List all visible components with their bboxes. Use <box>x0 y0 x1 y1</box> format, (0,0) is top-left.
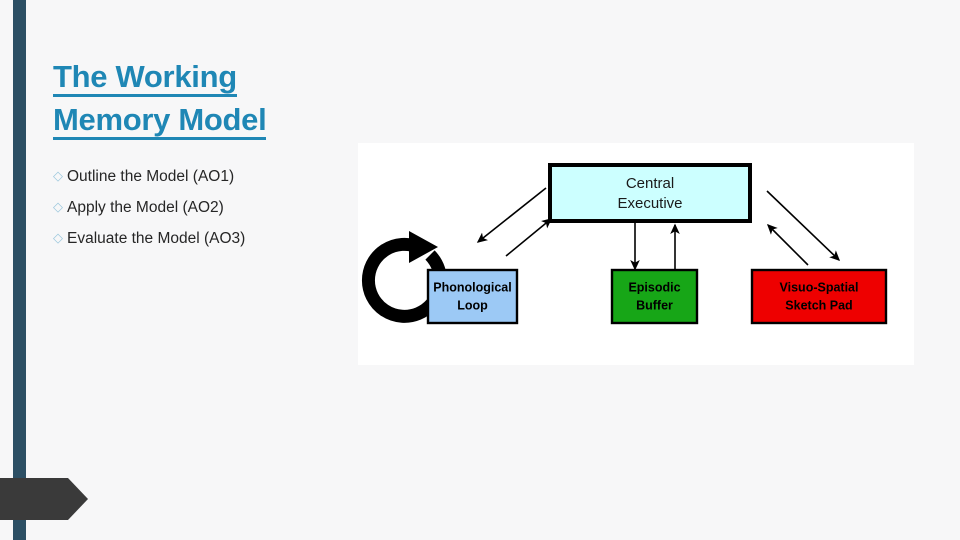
page-title-line-2: Memory Model <box>53 102 267 140</box>
diamond-bullet-icon: ◇ <box>53 168 63 183</box>
list-item: ◇ Apply the Model (AO2) <box>53 199 353 230</box>
bullet-list: ◇ Outline the Model (AO1) ◇ Apply the Mo… <box>53 168 353 261</box>
connector-sketch-pad-to-ce <box>766 223 809 266</box>
connector-ce-to-sketch-pad <box>766 190 841 261</box>
box-episodic-buffer-label-line-2: Buffer <box>636 298 673 312</box>
diamond-bullet-icon: ◇ <box>53 230 63 245</box>
bottom-chevron-banner <box>0 478 88 520</box>
page-title-line-1: The Working <box>53 59 237 97</box>
box-phonological-loop: Phonological Loop <box>426 268 519 325</box>
list-item-label: Apply the Model (AO2) <box>67 199 224 216</box>
connector-ce-to-phonological-loop <box>476 187 547 243</box>
working-memory-model-diagram: Central Executive Phonological Loop Epis… <box>358 143 914 365</box>
box-sketch-pad-label-line-1: Visuo-Spatial <box>780 280 859 294</box>
box-sketch-pad-label-line-2: Sketch Pad <box>785 298 852 312</box>
box-visuo-spatial-sketch-pad: Visuo-Spatial Sketch Pad <box>750 268 888 325</box>
connector-phonological-loop-to-ce <box>505 218 553 257</box>
left-accent-bar <box>13 0 26 540</box>
box-phonological-loop-label-line-2: Loop <box>457 298 488 312</box>
list-item: ◇ Evaluate the Model (AO3) <box>53 230 353 261</box>
box-phonological-loop-label-line-1: Phonological <box>433 280 511 294</box>
box-episodic-buffer-label-line-1: Episodic <box>628 280 680 294</box>
box-central-executive-label-line-1: Central <box>626 175 674 192</box>
page-title: The Working Memory Model <box>53 55 343 141</box>
diamond-bullet-icon: ◇ <box>53 199 63 214</box>
list-item: ◇ Outline the Model (AO1) <box>53 168 353 199</box>
box-central-executive-label-line-2: Executive <box>617 195 682 212</box>
box-episodic-buffer: Episodic Buffer <box>610 268 699 325</box>
box-central-executive: Central Executive <box>548 163 752 223</box>
list-item-label: Evaluate the Model (AO3) <box>67 230 246 247</box>
list-item-label: Outline the Model (AO1) <box>67 168 235 185</box>
